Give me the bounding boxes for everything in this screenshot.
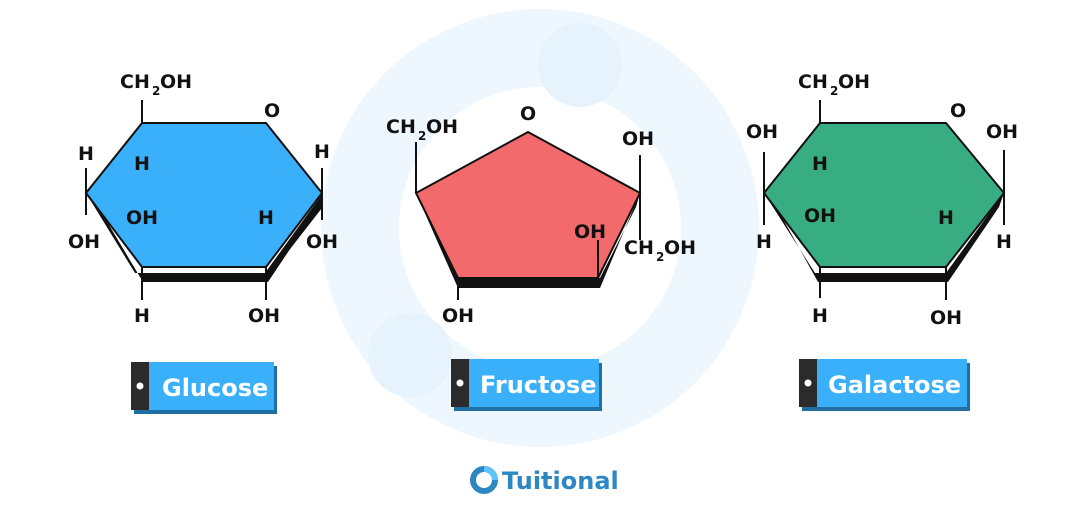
glucose-structure: CH 2 OH O H H H OH H OH OH H OH xyxy=(68,71,338,327)
glucose-c2-h: H xyxy=(258,207,274,229)
fructose-left-oh-label: OH xyxy=(426,116,458,138)
galactose-name: Galactose xyxy=(828,371,961,399)
galactose-c1-h: H xyxy=(996,231,1012,253)
galactose-c3-oh: OH xyxy=(804,205,836,227)
fructose-right-ch2-label: CH xyxy=(624,237,654,259)
fructose-left-ch2-subscript: 2 xyxy=(418,129,426,143)
galactose-c3-bottom-h: H xyxy=(812,305,828,327)
fructose-right-ch2-subscript: 2 xyxy=(656,250,664,264)
glucose-ch2-oh-label: OH xyxy=(160,71,192,93)
tuitional-logo: Tuitional xyxy=(470,466,619,495)
glucose-ch2-subscript: 2 xyxy=(152,84,160,98)
galactose-ch2-subscript: 2 xyxy=(830,84,838,98)
glucose-c2-oh: OH xyxy=(248,305,280,327)
glucose-c3-bottom-h: H xyxy=(134,305,150,327)
fructose-tag: Fructose xyxy=(451,359,602,411)
galactose-c1-oh: OH xyxy=(986,121,1018,143)
galactose-ch2-label: CH xyxy=(798,71,828,93)
glucose-c3-oh: OH xyxy=(68,231,100,253)
fructose-ring xyxy=(414,130,642,279)
galactose-ring-oxygen: O xyxy=(950,100,966,122)
galactose-c2-h: H xyxy=(938,207,954,229)
galactose-ch2-oh-label: OH xyxy=(838,71,870,93)
glucose-name: Glucose xyxy=(162,374,268,402)
glucose-c1-h: H xyxy=(314,141,330,163)
galactose-c4-oh: OH xyxy=(746,121,778,143)
fructose-right-ch2-oh-label: OH xyxy=(664,237,696,259)
galactose-structure: CH 2 OH O OH H OH OH H H H H OH xyxy=(746,71,1018,329)
glucose-c5-h: H xyxy=(134,153,150,175)
fructose-ring-oxygen: O xyxy=(520,103,536,125)
fructose-name: Fructose xyxy=(480,371,597,399)
tuitional-wordmark: Tuitional xyxy=(502,467,619,495)
glucose-tag: Glucose xyxy=(131,362,277,414)
galactose-c2-oh: OH xyxy=(930,307,962,329)
glucose-ch2-label: CH xyxy=(120,71,150,93)
glucose-ring-oxygen: O xyxy=(264,100,280,122)
glucose-c4-oh: OH xyxy=(126,207,158,229)
glucose-c1-oh: OH xyxy=(306,231,338,253)
fructose-bottom-oh: OH xyxy=(442,305,474,327)
galactose-tag: Galactose xyxy=(799,359,970,411)
galactose-c4-h: H xyxy=(756,231,772,253)
glucose-left-h: H xyxy=(78,143,94,165)
fructose-inner-oh: OH xyxy=(574,221,606,243)
fructose-right-oh: OH xyxy=(622,128,654,150)
galactose-c5-h: H xyxy=(812,153,828,175)
fructose-structure: O CH 2 OH OH OH CH 2 OH OH xyxy=(386,103,696,327)
fructose-left-ch2-label: CH xyxy=(386,116,416,138)
